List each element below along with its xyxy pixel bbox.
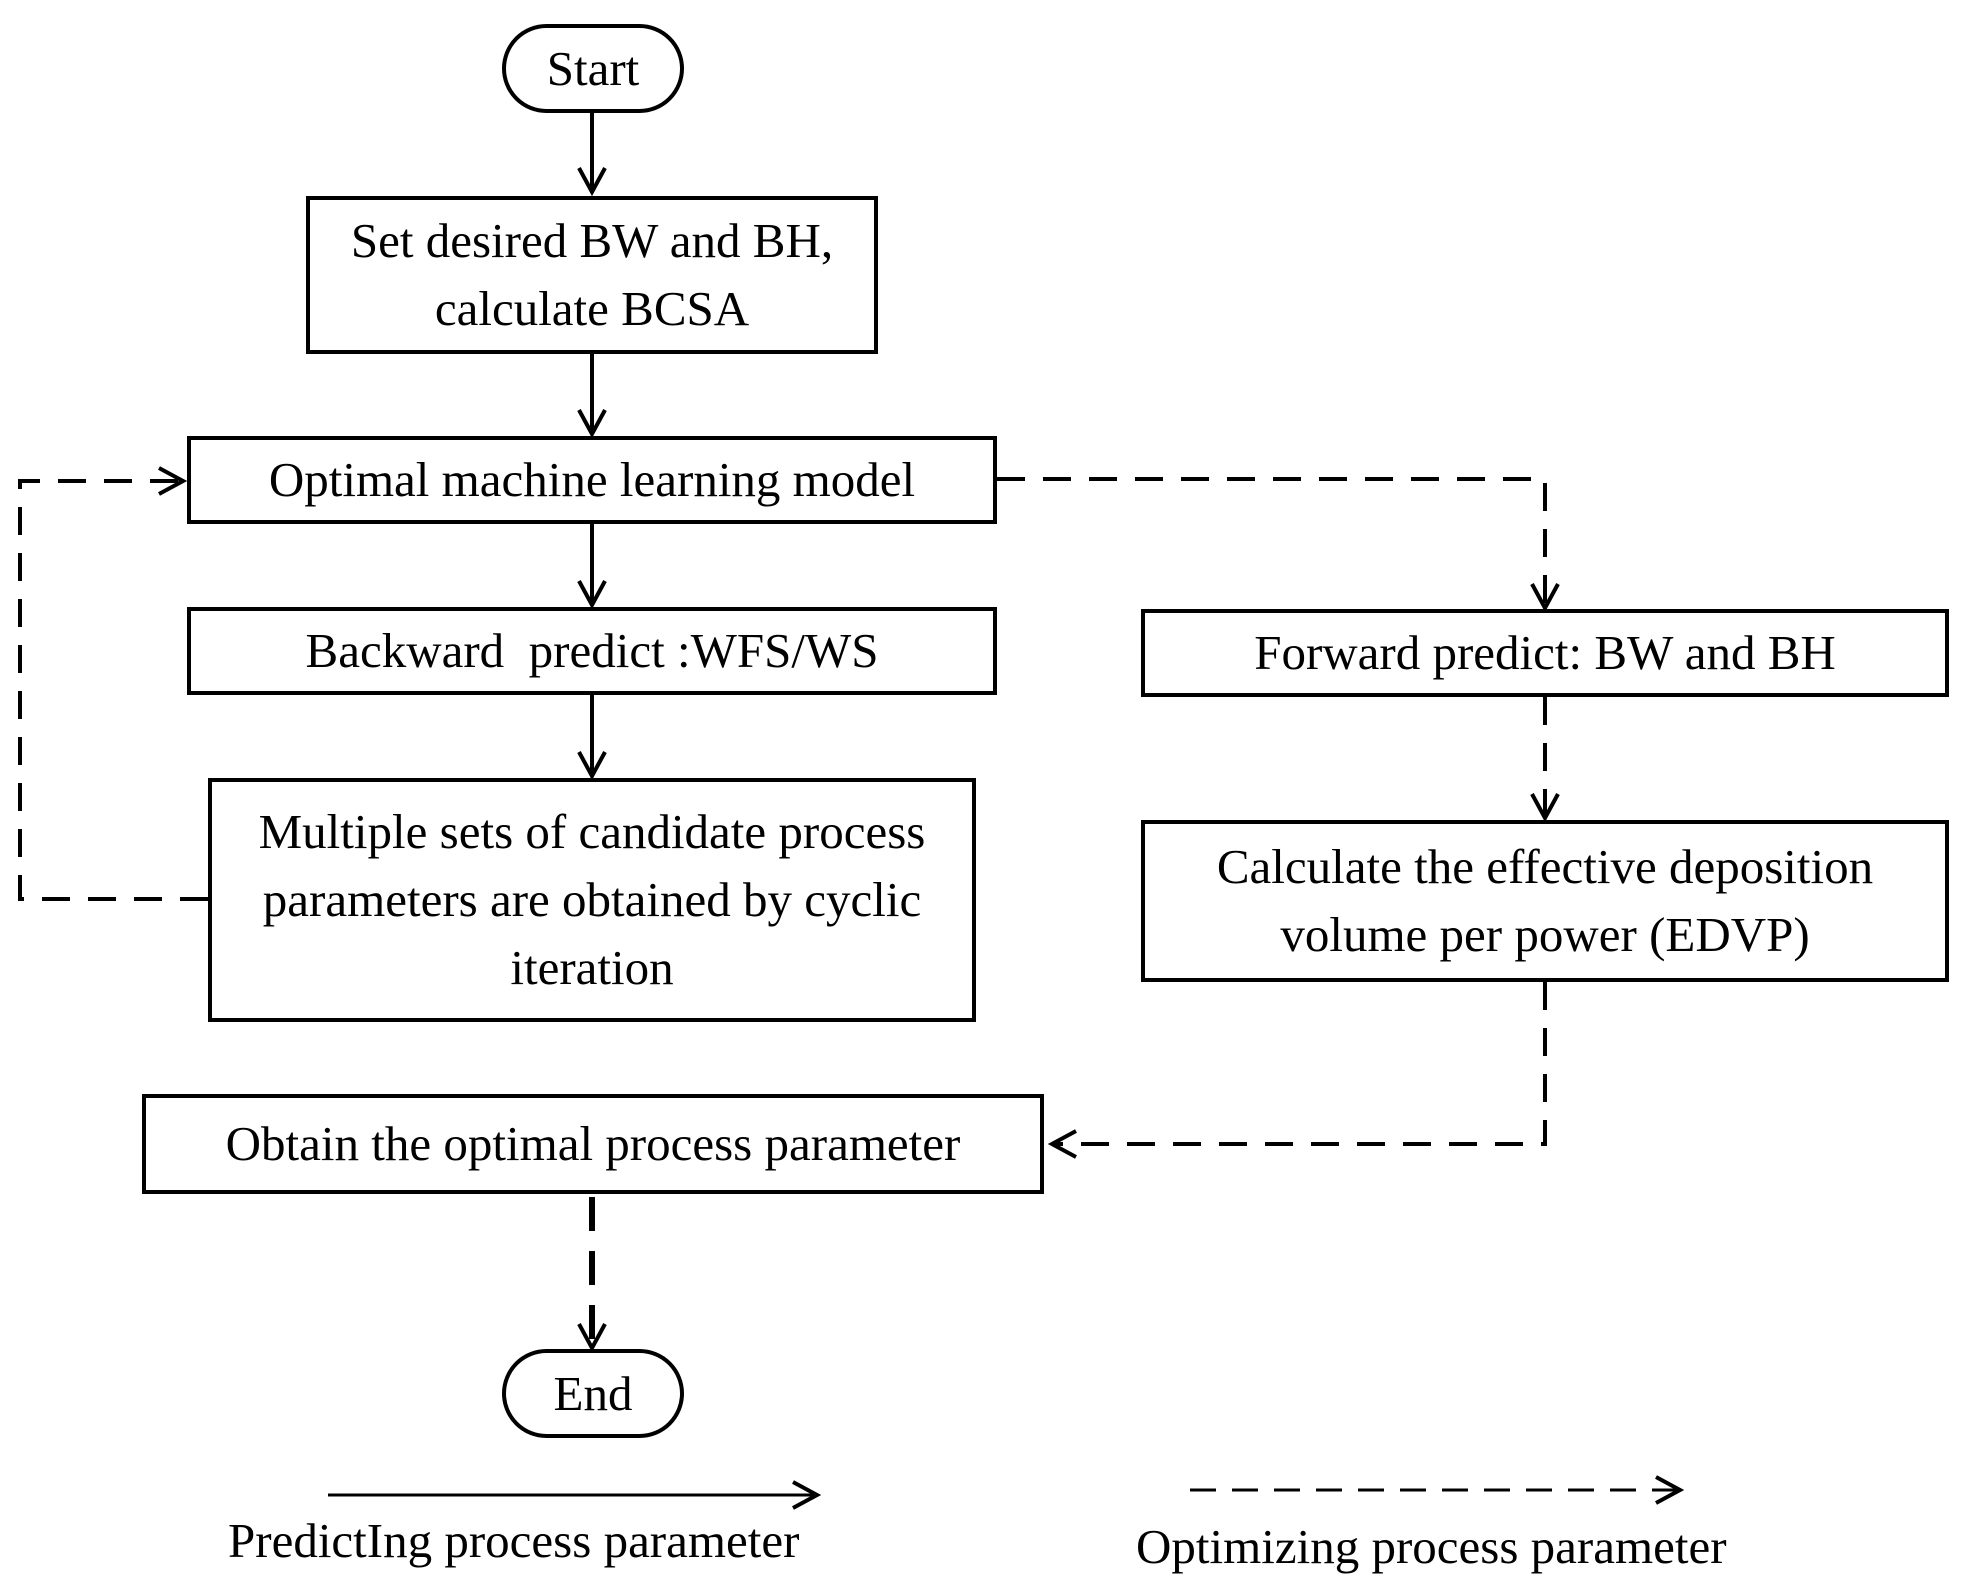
backward-predict-node: Backward predict :WFS/WS <box>187 607 997 695</box>
end-node: End <box>502 1349 684 1438</box>
set-desired-node: Set desired BW and BH, calculate BCSA <box>306 196 878 354</box>
edge-candidates-to-model <box>18 481 208 901</box>
edge-edvp-to-obtain <box>1052 982 1547 1144</box>
obtain-optimal-node: Obtain the optimal process parameter <box>142 1094 1044 1194</box>
legend-dashed-label: Optimizing process parameter <box>1136 1519 1727 1574</box>
calculate-edvp-node: Calculate the effective deposition volum… <box>1141 820 1949 982</box>
forward-predict-node: Forward predict: BW and BH <box>1141 609 1949 697</box>
legend-solid-label: PredictIng process parameter <box>228 1513 800 1568</box>
start-node: Start <box>502 24 684 113</box>
candidates-node: Multiple sets of candidate process param… <box>208 778 976 1022</box>
edge-model-to-forward <box>997 477 1545 608</box>
ml-model-node: Optimal machine learning model <box>187 436 997 524</box>
